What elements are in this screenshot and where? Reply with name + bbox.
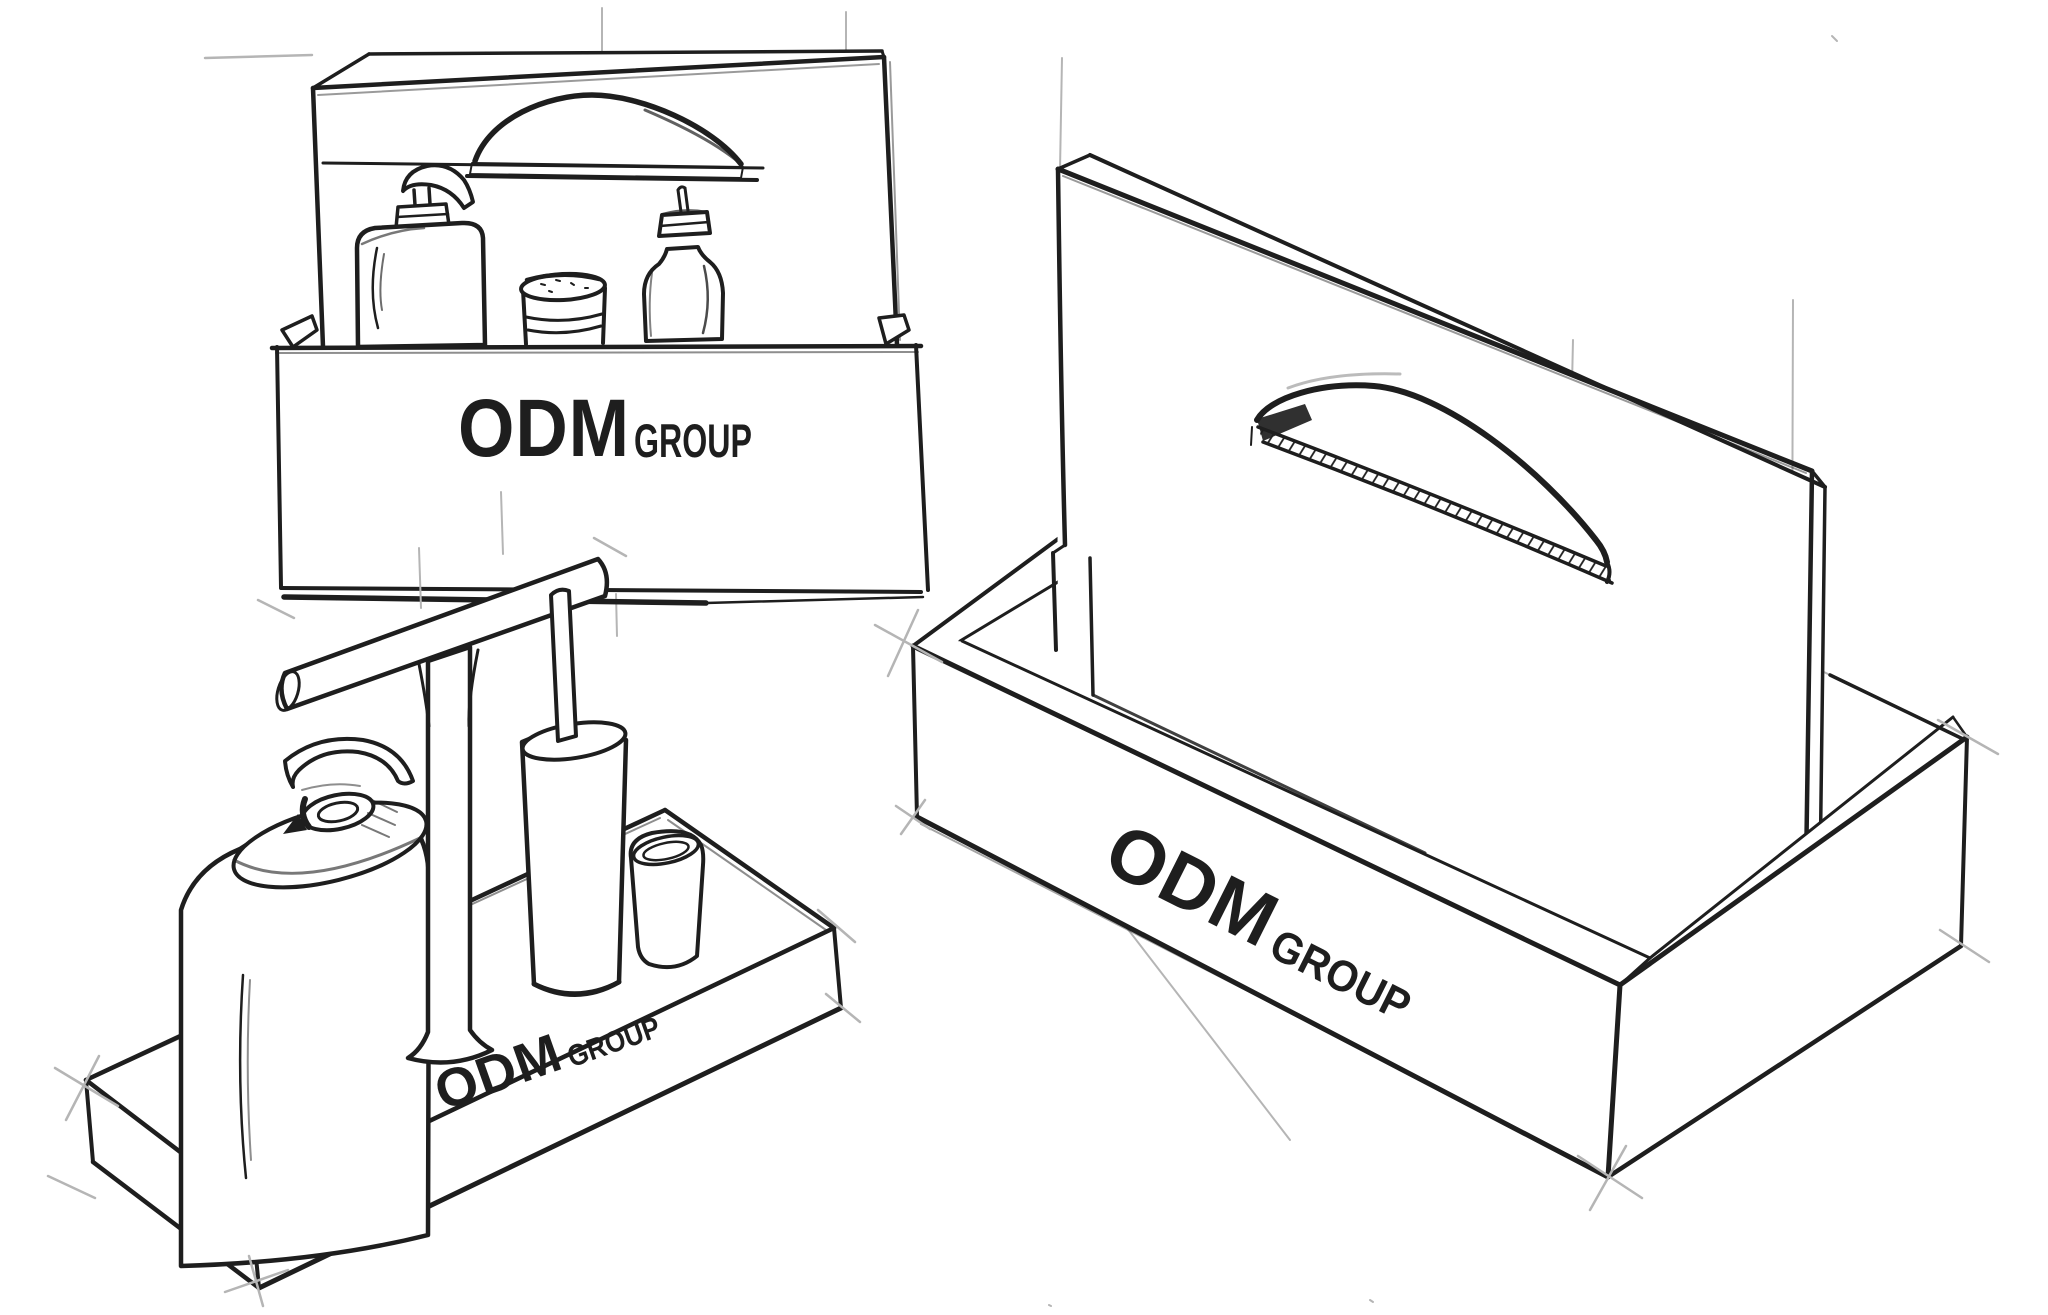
handle-post bbox=[405, 644, 495, 1065]
construction-marks bbox=[873, 608, 2000, 1212]
construction-marks bbox=[46, 536, 862, 1308]
dropper-stick bbox=[676, 185, 690, 214]
spout bbox=[283, 814, 307, 834]
dropper-bottle bbox=[642, 185, 725, 343]
handle-cutout bbox=[465, 92, 759, 182]
tray-body bbox=[910, 556, 1970, 1180]
brush-holder-cylinder bbox=[519, 587, 629, 997]
tray-right-tab bbox=[877, 313, 911, 346]
handle-cutout bbox=[1250, 372, 1614, 585]
sketch-front-display: ODM GROUP bbox=[203, 7, 930, 637]
back-panel bbox=[1051, 152, 1827, 880]
lotion-bottle bbox=[178, 736, 432, 1269]
sketch-tray-caddy: ODM GROUP bbox=[46, 491, 862, 1308]
flip-lid bbox=[283, 736, 415, 789]
handle-crossbar bbox=[279, 556, 610, 712]
logo-odm: ODM bbox=[458, 383, 630, 474]
tray-left-tab bbox=[280, 314, 319, 349]
cosmetic-jar bbox=[519, 271, 607, 346]
logo-front-display: ODM GROUP bbox=[458, 383, 752, 474]
sketch-isometric-caddy: ODM GROUP bbox=[873, 35, 2000, 1307]
pump-bottle bbox=[354, 163, 488, 350]
construction-marks bbox=[418, 491, 504, 609]
small-cup bbox=[628, 829, 706, 970]
logo-group: GROUP bbox=[634, 414, 752, 467]
brush-stick bbox=[549, 587, 578, 743]
t-handle bbox=[275, 556, 610, 1065]
